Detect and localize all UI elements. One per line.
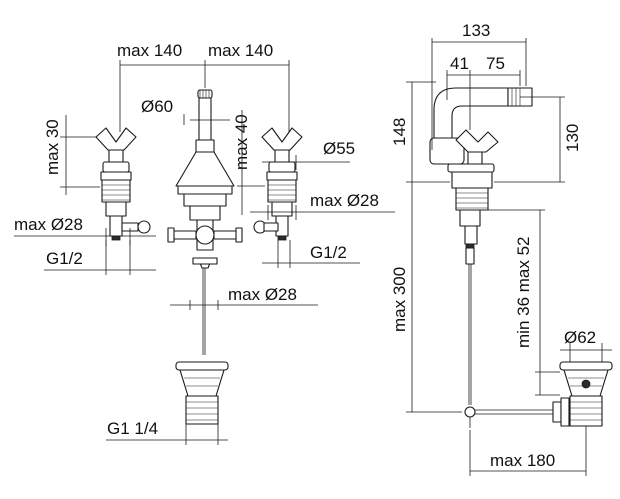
dim-dia-55: Ø55 (323, 139, 355, 158)
front-dimension-lines (14, 60, 395, 445)
left-cross-handle-valve (95, 127, 151, 241)
dim-max-180: max 180 (490, 451, 555, 470)
dim-dia-60: Ø60 (141, 97, 173, 116)
dim-g-half-left: G1/2 (46, 249, 83, 268)
side-pop-up-waste (464, 361, 613, 428)
dim-g-half-right: G1/2 (310, 243, 347, 262)
dim-max-dia-28-spout: max Ø28 (228, 285, 297, 304)
dim-max-140-left: max 140 (117, 41, 182, 60)
dim-148: 148 (390, 118, 409, 146)
side-mixer-body (429, 87, 533, 405)
dim-max-300: max 300 (390, 267, 409, 332)
dim-max-40: max 40 (232, 114, 251, 170)
dim-max-dia-28-left: max Ø28 (14, 215, 83, 234)
front-view: max 140 max 140 Ø60 max 30 max 40 Ø55 ma… (14, 41, 395, 445)
dim-130: 130 (563, 124, 582, 152)
dim-75: 75 (486, 54, 505, 73)
front-pop-up-waste (175, 361, 229, 425)
dim-g-one-quarter: G1 1/4 (107, 419, 158, 438)
right-cross-handle-valve (253, 127, 303, 241)
dim-max-140-right: max 140 (208, 41, 273, 60)
side-view: 133 41 75 148 130 max 300 min 36 max 52 … (390, 21, 613, 476)
dim-dia-62: Ø62 (564, 328, 596, 347)
side-dimension-lines (406, 38, 612, 476)
dim-41: 41 (450, 54, 469, 73)
dim-max-dia-28-right: max Ø28 (310, 191, 379, 210)
dim-min-36-max-52: min 36 max 52 (514, 237, 533, 349)
central-spout-body (167, 89, 243, 355)
dim-133: 133 (462, 21, 490, 40)
dim-max-30: max 30 (43, 119, 62, 175)
